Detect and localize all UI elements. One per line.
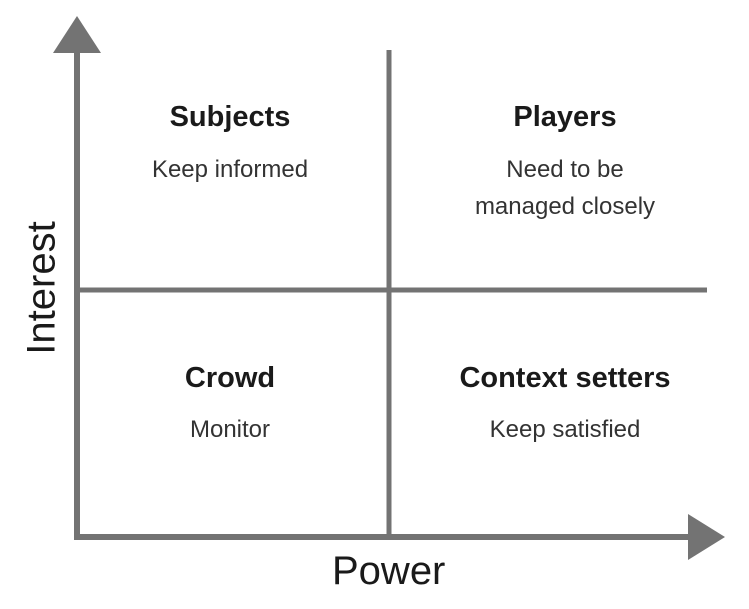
quadrant-desc-subjects: Keep informed <box>110 151 350 188</box>
quadrant-desc-line: Monitor <box>189 416 271 443</box>
quadrant-desc-context-setters: Keep satisfied <box>440 411 690 448</box>
quadrant-desc-line: Keep satisfied <box>489 416 641 443</box>
quadrant-desc-line: managed closely <box>474 193 656 220</box>
x-axis-label: Power <box>332 549 446 593</box>
quadrant-desc-line: Keep informed <box>151 156 309 183</box>
quadrant-desc-line: Need to be <box>506 156 624 183</box>
y-axis-arrow-icon <box>53 16 101 53</box>
quadrant-title-crowd: Crowd <box>184 362 276 394</box>
quadrant-title-players: Players <box>513 101 617 133</box>
quadrant-title-context-setters: Context setters <box>459 362 671 394</box>
quadrant-desc-players: Need to be managed closely <box>440 151 690 225</box>
quadrant-title-subjects: Subjects <box>169 101 291 133</box>
x-axis-arrow-icon <box>688 514 725 560</box>
y-axis-label: Interest <box>19 221 64 355</box>
quadrant-desc-crowd: Monitor <box>110 411 350 448</box>
